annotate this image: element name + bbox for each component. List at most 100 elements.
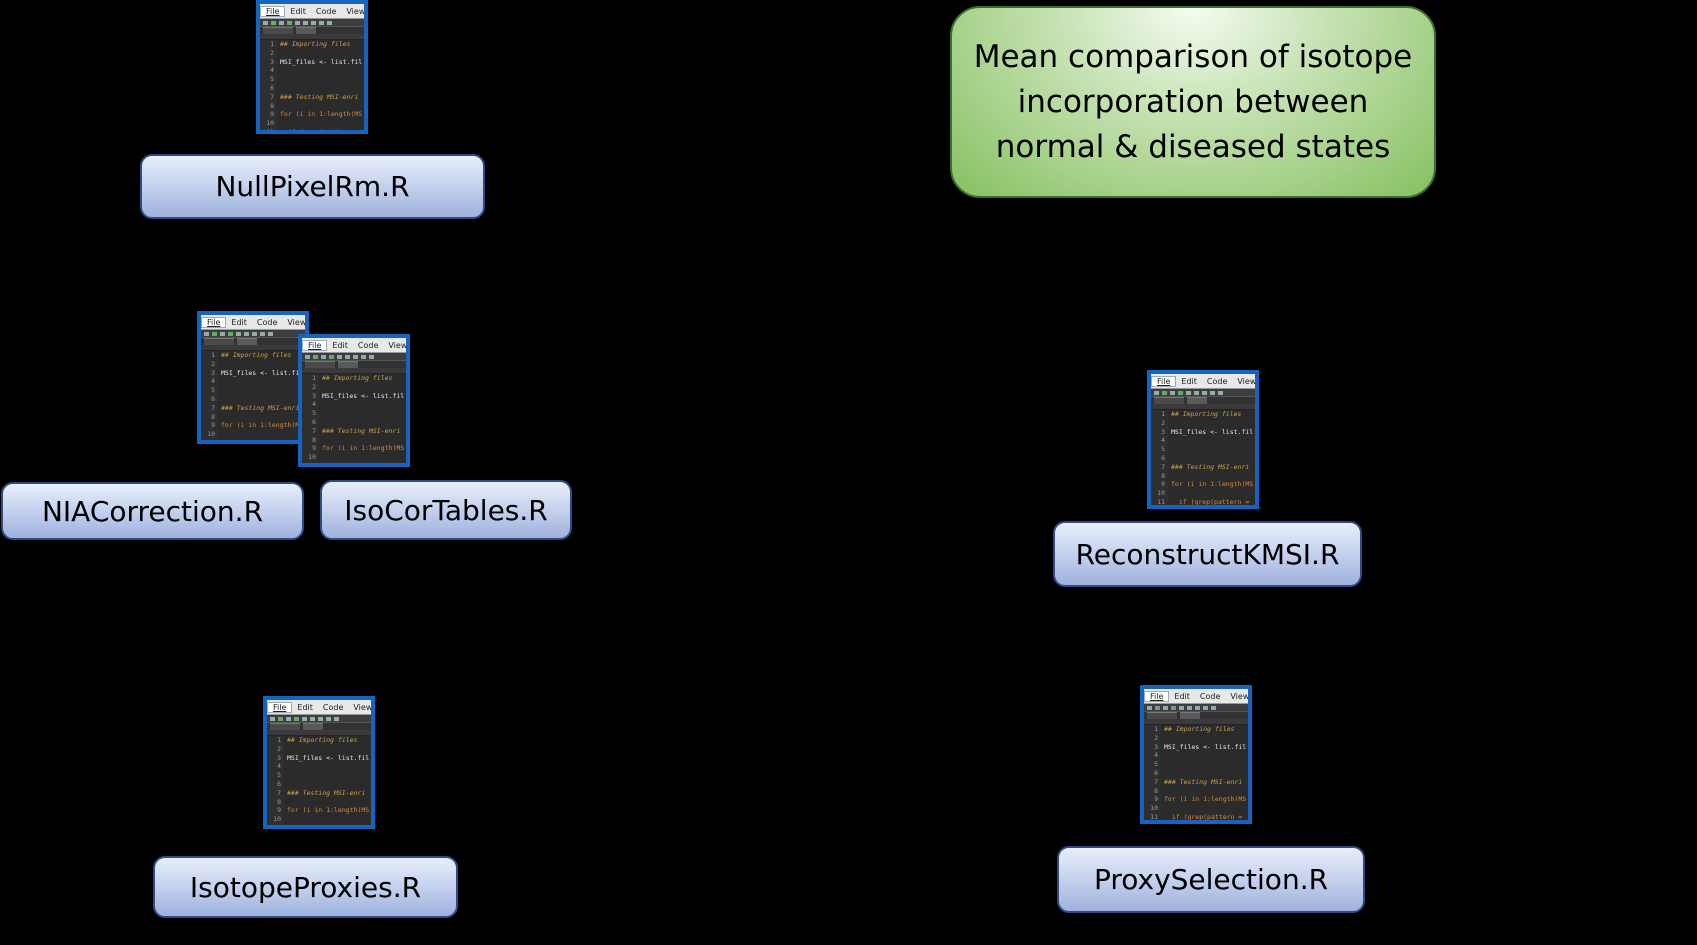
editor-tab [303, 723, 323, 730]
code-line [1164, 751, 1246, 760]
code-line: if (grep(pattern = [280, 127, 359, 134]
line-number: 5 [312, 409, 316, 418]
line-number: 6 [277, 779, 281, 788]
code-line: ### Testing MSI-enri [322, 426, 401, 435]
toolbar-icon [228, 331, 233, 336]
code-line [1171, 436, 1253, 445]
toolbar-icon [319, 20, 324, 25]
line-number: 8 [277, 797, 281, 806]
line-number: 11 [273, 823, 281, 829]
code-line [280, 66, 362, 75]
editor-subbar [201, 345, 305, 351]
code-line [322, 409, 404, 418]
code-line [1164, 769, 1246, 778]
editor-menu-item: Code [322, 702, 344, 712]
toolbar-icon [313, 354, 318, 359]
toolbar-icon [327, 20, 332, 25]
line-number: 10 [1150, 804, 1158, 813]
code-line [1171, 472, 1253, 481]
code-line: ## Importing files [287, 736, 358, 744]
line-number: 7 [1161, 462, 1165, 471]
code-line: if (grep(pattern = [287, 823, 366, 829]
code-line [287, 815, 369, 824]
toolbar-icon [321, 354, 326, 359]
line-number: 9 [1161, 480, 1165, 489]
line-number: 8 [211, 412, 215, 421]
line-number: 5 [1154, 760, 1158, 769]
editor-toolbar [302, 353, 406, 361]
editor-menu-item: File [1151, 375, 1177, 387]
code-line: for (i in 1:length(MS [280, 110, 363, 119]
line-number: 6 [270, 83, 274, 92]
toolbar-icon [1210, 390, 1215, 395]
code-line [287, 780, 369, 789]
script-label-proxyselection: ProxySelection.R [1057, 846, 1365, 913]
line-number: 1 [277, 736, 281, 744]
code-line [221, 395, 303, 404]
line-number: 5 [277, 771, 281, 780]
editor-tab [296, 27, 316, 34]
toolbar-icon [310, 716, 315, 721]
toolbar-icon [295, 20, 300, 25]
code-line: for (i in 1:length(MS [1171, 480, 1254, 489]
code-line [1164, 787, 1246, 796]
line-number: 4 [270, 66, 274, 75]
toolbar-icon [1178, 390, 1183, 395]
line-number: 3 [211, 368, 215, 377]
code-line: ### Testing MSI-enri [1171, 462, 1250, 471]
code-line: ### Testing MSI-enri [221, 403, 300, 412]
script-label-isotopeproxies: IsotopeProxies.R [153, 856, 458, 918]
code-line [287, 798, 369, 807]
line-number: 7 [277, 788, 281, 797]
code-line: if (grep(pattern = [322, 461, 401, 467]
editor-subbar [1144, 719, 1248, 725]
line-number: 9 [277, 806, 281, 815]
line-number: 11 [207, 438, 215, 444]
code-line: MSI_files <- list.fil [322, 391, 405, 400]
editor-menu-item: File [201, 316, 227, 328]
line-number: 3 [277, 753, 281, 762]
toolbar-icon [1203, 705, 1208, 710]
line-number: 8 [312, 435, 316, 444]
code-line: MSI_files <- list.fil [1164, 742, 1247, 751]
editor-tab [263, 27, 293, 34]
script-label-reconstructkmsi: ReconstructKMSI.R [1053, 521, 1362, 587]
line-number: 6 [1161, 453, 1165, 462]
code-line: MSI_files <- list.fil [287, 753, 370, 762]
line-number: 2 [1161, 418, 1165, 427]
editor-tab [237, 338, 257, 345]
editor-toolbar [267, 715, 371, 723]
line-number: 1 [1154, 725, 1158, 733]
toolbar-icon [1155, 705, 1160, 710]
line-number: 5 [1161, 445, 1165, 454]
editor-toolbar [260, 19, 364, 27]
line-number: 4 [312, 400, 316, 409]
editor-toolbar [1144, 704, 1248, 712]
line-number: 3 [312, 391, 316, 400]
toolbar-icon [1179, 705, 1184, 710]
code-line [280, 84, 362, 93]
editor-menu-item: Edit [1174, 691, 1190, 701]
line-number: 1 [312, 374, 316, 382]
line-number: 6 [312, 417, 316, 426]
editor-tab [1154, 397, 1184, 404]
toolbar-icon [334, 716, 339, 721]
editor-subbar [302, 368, 406, 374]
code-line [287, 745, 369, 754]
code-line: for (i in 1:length(MS [221, 421, 304, 430]
code-line: ## Importing files [322, 374, 393, 382]
editor-menu-item: Code [1199, 691, 1221, 701]
